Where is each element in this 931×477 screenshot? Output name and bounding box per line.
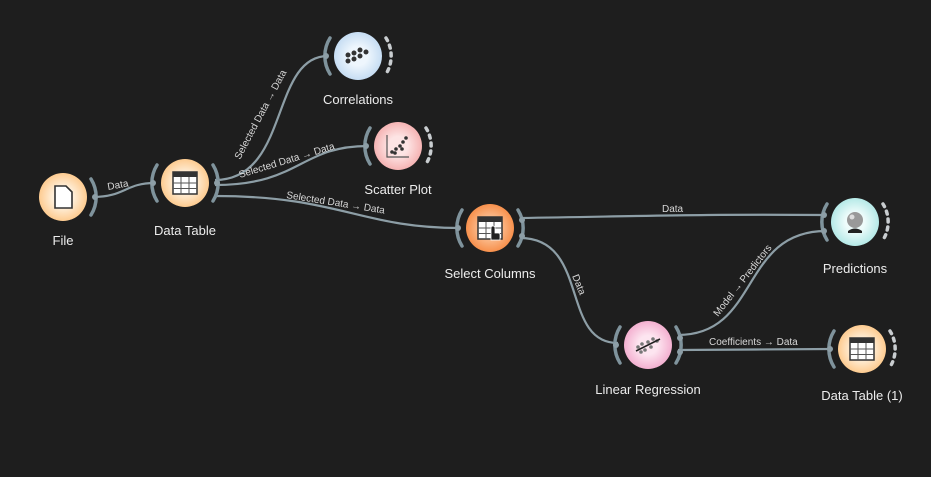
node-data-table-1[interactable]: Data Table (1) xyxy=(821,325,903,403)
link-selectcolumns-predictions[interactable] xyxy=(519,213,826,220)
node-title: Data Table xyxy=(154,223,216,238)
node-scatter-plot[interactable]: Scatter Plot xyxy=(363,122,433,197)
scatter-plot-icon xyxy=(386,135,409,158)
link-file-datatable[interactable] xyxy=(92,181,156,199)
link-label: Selected Data → Data xyxy=(238,141,337,181)
link-label: Selected Data → Data xyxy=(233,68,290,161)
regression-icon xyxy=(635,337,661,354)
correlations-icon xyxy=(345,47,369,64)
link-datatable-correlations[interactable] xyxy=(214,54,329,182)
node-linear-regression[interactable]: Linear Regression xyxy=(595,321,701,397)
link-selectcolumns-linearregression[interactable] xyxy=(519,236,619,345)
node-title: Scatter Plot xyxy=(364,182,432,197)
file-icon xyxy=(54,185,73,209)
node-data-table[interactable]: Data Table xyxy=(150,159,220,238)
link-label: Data xyxy=(662,204,684,215)
link-linearregression-datatable1[interactable] xyxy=(677,347,833,352)
node-title: File xyxy=(53,233,74,248)
node-predictions[interactable]: Predictions xyxy=(820,198,890,276)
table-icon xyxy=(849,337,875,361)
node-title: Data Table (1) xyxy=(821,388,902,403)
node-title: Predictions xyxy=(823,261,888,276)
node-file[interactable]: File xyxy=(39,173,98,248)
node-correlations[interactable]: Correlations xyxy=(323,32,394,107)
node-title: Select Columns xyxy=(444,266,536,281)
link-datatable-scatterplot[interactable] xyxy=(214,144,369,187)
link-label: Data xyxy=(107,178,130,193)
link-label: Coefficients → Data xyxy=(709,337,798,348)
link-linearregression-predictions[interactable] xyxy=(677,229,827,337)
link-label: Model → Predictors xyxy=(712,243,775,319)
node-title: Correlations xyxy=(323,92,394,107)
node-title: Linear Regression xyxy=(595,382,701,397)
links: Data Selected Data → Data Selected Data … xyxy=(92,54,833,352)
link-datatable-selectcolumns[interactable] xyxy=(214,194,461,230)
crystal-ball-icon xyxy=(847,212,863,233)
table-icon xyxy=(172,171,198,195)
select-columns-icon xyxy=(477,216,503,241)
node-select-columns[interactable]: Select Columns xyxy=(444,204,536,281)
